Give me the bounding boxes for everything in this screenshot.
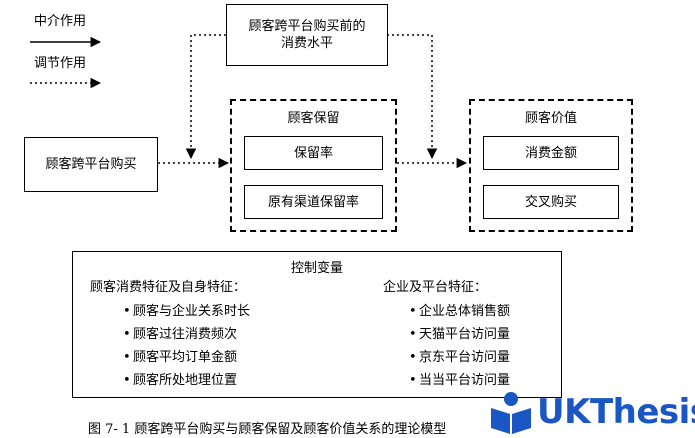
moderator-box: 顾客跨平台购买前的 消费水平 [226, 4, 388, 66]
control-variables-title: 控制变量 [290, 261, 343, 276]
independent-variable-label: 顾客跨平台购买 [45, 157, 137, 172]
value-group-title: 顾客价值 [524, 111, 577, 126]
list-item: •顾客所处地理位置 [123, 373, 238, 388]
original-channel-retention-label: 原有渠道保留率 [267, 194, 359, 210]
list-item: •顾客与企业关系时长 [123, 304, 251, 319]
retention-group: 顾客保留 保留率 原有渠道保留率 [230, 99, 397, 232]
list-item: •顾客过往消费频次 [123, 327, 238, 342]
cross-purchase-box: 交叉购买 [483, 185, 619, 219]
watermark-logo: UKThesis [487, 390, 695, 436]
customer-item-text: 顾客与企业关系时长 [133, 304, 251, 319]
platform-item-text: 当当平台访问量 [419, 373, 511, 388]
spending-amount-label: 消费金额 [524, 145, 577, 161]
retention-rate-label: 保留率 [293, 145, 333, 161]
platform-item-text: 京东平台访问量 [419, 350, 511, 365]
platform-features-list: •企业总体销售额 •天猫平台访问量 •京东平台访问量 •当当平台访问量 [409, 300, 510, 392]
control-variables-box: 控制变量 顾客消费特征及自身特征： •顾客与企业关系时长 •顾客过往消费频次 •… [72, 251, 562, 398]
book-reader-icon [491, 392, 531, 434]
list-item: •天猫平台访问量 [409, 327, 511, 342]
retention-rate-box: 保留率 [244, 136, 383, 170]
moderation-line-right [387, 34, 438, 160]
retention-group-title: 顾客保留 [287, 111, 340, 126]
platform-item-text: 企业总体销售额 [419, 304, 511, 319]
customer-item-text: 顾客所处地理位置 [133, 373, 238, 388]
moderator-label-line2: 消费水平 [280, 36, 333, 51]
customer-features-heading: 顾客消费特征及自身特征： [90, 280, 247, 295]
independent-variable-box: 顾客跨平台购买 [24, 137, 158, 192]
figure-caption: 图 7- 1 顾客跨平台购买与顾客保留及顾客价值关系的理论模型 [88, 422, 447, 437]
customer-item-text: 顾客平均订单金额 [133, 350, 238, 365]
list-item: •京东平台访问量 [409, 350, 511, 365]
customer-item-text: 顾客过往消费频次 [133, 327, 238, 342]
list-item: •顾客平均订单金额 [123, 350, 238, 365]
moderator-label-line1: 顾客跨平台购买前的 [248, 19, 366, 34]
watermark-text: UKThesis [537, 392, 695, 432]
customer-features-list: •顾客与企业关系时长 •顾客过往消费频次 •顾客平均订单金额 •顾客所处地理位置 [123, 300, 250, 392]
original-channel-retention-box: 原有渠道保留率 [244, 185, 383, 219]
value-group: 顾客价值 消费金额 交叉购买 [469, 99, 633, 232]
cross-purchase-label: 交叉购买 [524, 194, 577, 210]
spending-amount-box: 消费金额 [483, 136, 619, 170]
legend-mediation-label: 中介作用 [34, 14, 87, 29]
platform-item-text: 天猫平台访问量 [419, 327, 511, 342]
platform-features-heading: 企业及平台特征： [383, 280, 488, 295]
legend-moderation-label: 调节作用 [34, 56, 87, 71]
list-item: •企业总体销售额 [409, 304, 511, 319]
moderation-line-left [185, 34, 226, 160]
list-item: •当当平台访问量 [409, 373, 511, 388]
